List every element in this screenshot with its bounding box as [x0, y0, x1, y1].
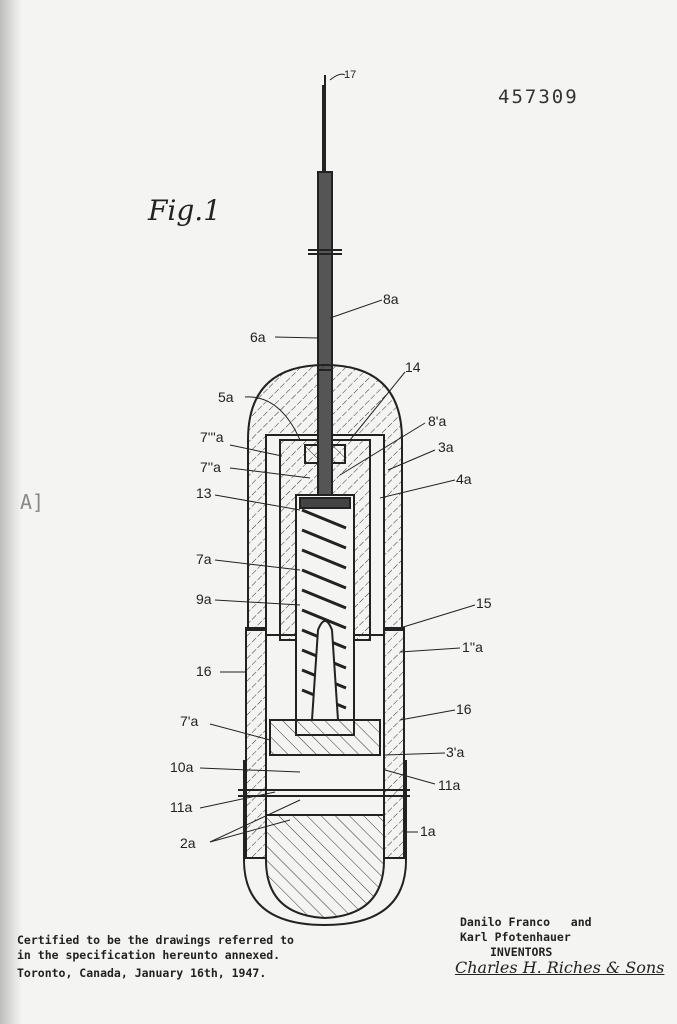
signature: Charles H. Riches & Sons — [455, 958, 665, 977]
inventor-2: Karl Pfotenhauer — [460, 930, 571, 944]
certification-text: Certified to be the drawings referred to… — [17, 933, 294, 981]
label-4a: 4a — [456, 471, 472, 487]
label-17: 17 — [344, 69, 356, 81]
inventor-1: Danilo Franco — [460, 915, 551, 929]
label-1a: 1a — [420, 823, 436, 839]
label-8pa: 8'a — [428, 413, 446, 429]
label-10a: 10a — [170, 759, 194, 775]
sleeve-left — [245, 627, 267, 859]
figure-label: Fig.1 — [148, 194, 222, 227]
margin-mark: A] — [20, 490, 45, 514]
inventors-title: INVENTORS — [490, 945, 553, 959]
certification-line-3: Toronto, Canada, January 16th, 1947. — [17, 966, 267, 980]
label-7ta: 7'''a — [200, 429, 224, 445]
label-7pa: 7'a — [180, 713, 198, 729]
label-11a-left: 11a — [170, 799, 193, 815]
label-3a: 3a — [438, 439, 454, 455]
label-14: 14 — [405, 359, 421, 375]
label-3pa: 3'a — [446, 744, 464, 760]
inventors-and: and — [570, 915, 592, 929]
label-9a: 9a — [196, 591, 212, 607]
inventors-block: Danilo Franco and Karl Pfotenhauer INVEN… — [460, 915, 592, 960]
sleeve-right — [383, 627, 405, 859]
rod-inner — [317, 369, 333, 496]
certification-line-1: Certified to be the drawings referred to — [17, 933, 294, 947]
label-6a: 6a — [250, 329, 266, 345]
certification-line-2: in the specification hereunto annexed. — [17, 948, 281, 962]
label-7dpa: 7''a — [200, 459, 221, 475]
label-15: 15 — [476, 595, 492, 611]
patent-number: 457309 — [498, 86, 579, 108]
label-1dpa: 1''a — [462, 639, 483, 655]
label-8a: 8a — [383, 291, 399, 307]
label-5a: 5a — [218, 389, 234, 405]
label-11a-right: 11a — [438, 777, 461, 793]
label-13: 13 — [196, 485, 212, 501]
cone — [310, 620, 340, 721]
label-7a: 7a — [196, 551, 212, 567]
handle-bottom — [243, 760, 407, 927]
scan-shadow — [0, 0, 22, 1024]
label-2a: 2a — [180, 835, 196, 851]
label-16-right: 16 — [456, 701, 472, 717]
label-16-left: 16 — [196, 663, 212, 679]
